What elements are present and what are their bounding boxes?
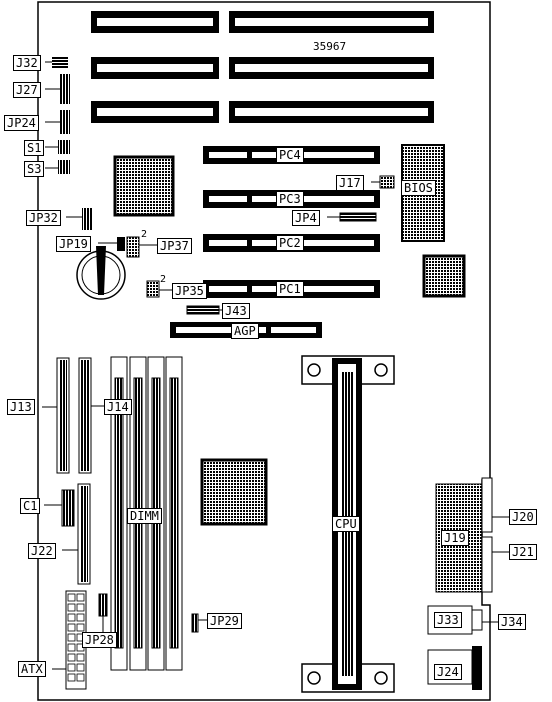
j17-label: J17 — [336, 175, 364, 191]
isa-slots — [91, 11, 434, 123]
board-outline — [37, 1, 491, 701]
chip-east — [422, 254, 466, 298]
c1-label: C1 — [20, 498, 41, 514]
pci-slot-label-pc3: PC3 — [276, 191, 304, 207]
jp28-label: JP28 — [82, 632, 117, 648]
jp24-label: JP24 — [4, 115, 39, 131]
bios-label: BIOS — [401, 180, 436, 196]
jp29-header — [191, 613, 199, 633]
jp37-label: JP37 — [157, 238, 192, 254]
pci-slot-label-pc2: PC2 — [276, 235, 304, 251]
c1-header — [61, 489, 75, 527]
jp19-header — [117, 237, 125, 251]
left-headers — [52, 56, 92, 230]
cpu-label: CPU — [332, 516, 360, 532]
s3-label: S3 — [24, 161, 45, 177]
j22-label: J22 — [28, 543, 56, 559]
chip-northwest — [113, 155, 175, 217]
chip-center — [200, 458, 268, 526]
j13-label: J13 — [7, 399, 35, 415]
jp32-label: JP32 — [26, 210, 61, 226]
jp4-header — [339, 212, 377, 222]
leader-lines — [42, 61, 509, 670]
j32-label: J32 — [13, 55, 41, 71]
dimm-sockets — [110, 356, 183, 671]
j17-header — [379, 175, 395, 189]
rear-io — [427, 477, 493, 690]
board-id: 35967 — [313, 40, 347, 53]
agp-slot-label: AGP — [231, 323, 259, 339]
j27-label: J27 — [13, 82, 41, 98]
j43-header — [186, 305, 220, 315]
j19-label: J19 — [441, 530, 469, 546]
j21-label: J21 — [509, 544, 537, 560]
j24-label: J24 — [434, 664, 462, 680]
j34-label: J34 — [498, 614, 526, 630]
pci-slot-label-pc1: PC1 — [276, 281, 304, 297]
atx-label: ATX — [18, 661, 46, 677]
pci-slot-label-pc4: PC4 — [276, 147, 304, 163]
dimm-label: DIMM — [127, 508, 162, 524]
jp35-pin-marker: 2 — [160, 274, 167, 285]
j20-label: J20 — [509, 509, 537, 525]
jp19-label: JP19 — [56, 236, 91, 252]
s1-label: S1 — [24, 140, 45, 156]
j14-label: J14 — [104, 399, 132, 415]
jp4-label: JP4 — [292, 210, 320, 226]
j33-label: J33 — [434, 612, 462, 628]
jp37-pin-marker: 2 — [141, 229, 148, 240]
j43-label: J43 — [222, 303, 250, 319]
jp28-header — [98, 593, 108, 617]
jp35-header — [146, 280, 160, 298]
jp35-label: JP35 — [172, 283, 207, 299]
jp29-label: JP29 — [207, 613, 242, 629]
